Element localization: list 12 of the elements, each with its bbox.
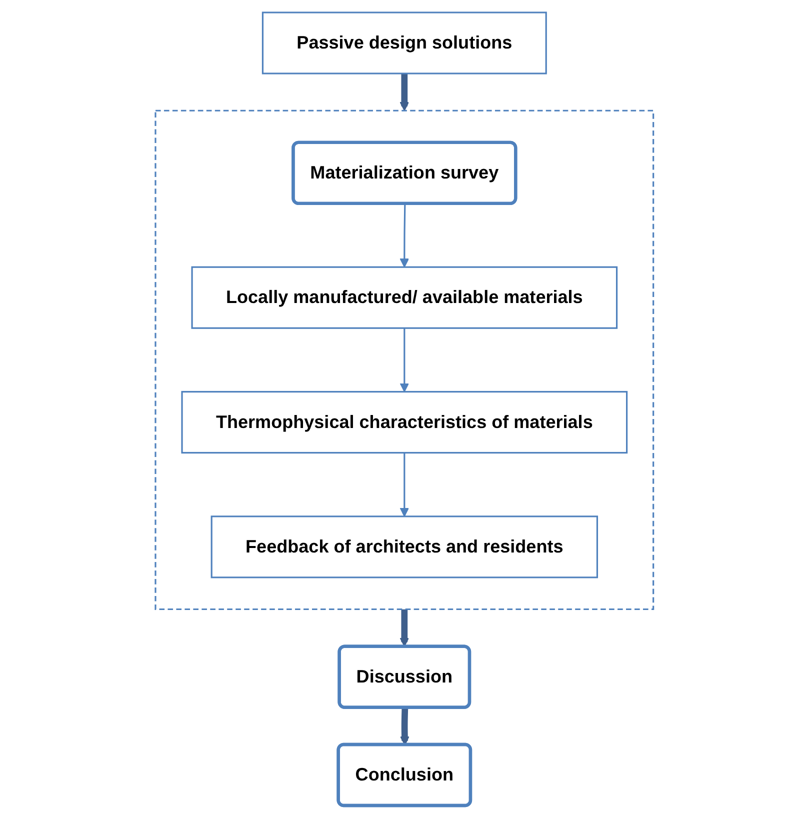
process-box: Passive design solutions bbox=[262, 11, 546, 74]
process-box: Feedback of architects and residents bbox=[210, 515, 598, 578]
process-box: Thermophysical characteristics of materials bbox=[180, 390, 628, 454]
process-box: Locally manufactured/ available materials bbox=[190, 266, 618, 328]
arrow bbox=[399, 328, 409, 392]
arrow bbox=[399, 203, 409, 268]
arrow bbox=[399, 608, 409, 646]
rounded-process-box: Discussion bbox=[337, 644, 471, 708]
arrow bbox=[399, 452, 409, 516]
rounded-process-box: Materialization survey bbox=[291, 140, 517, 205]
rounded-process-box: Conclusion bbox=[336, 742, 472, 807]
arrow bbox=[399, 72, 409, 111]
